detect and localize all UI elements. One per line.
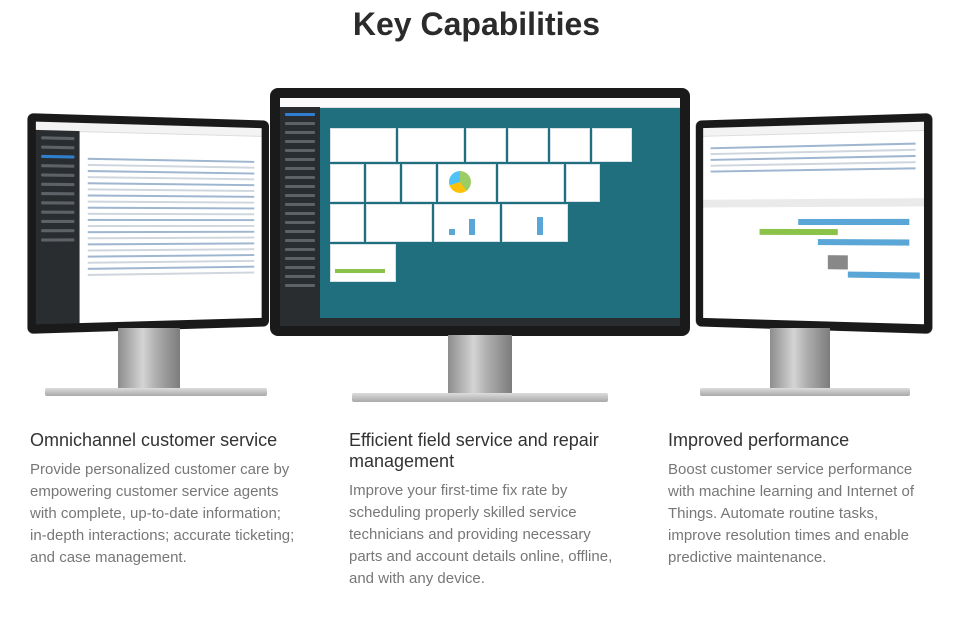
capability-body: Improve your first-time fix rate by sche…	[349, 480, 614, 590]
monitor-left-bezel	[27, 113, 269, 334]
page-title: Key Capabilities	[0, 6, 953, 43]
capability-heading: Efficient field service and repair manag…	[349, 430, 614, 472]
dashboard-screen	[280, 98, 680, 326]
capability-body: Boost customer service performance with …	[668, 459, 933, 569]
capability-body: Provide personalized customer care by em…	[30, 459, 300, 569]
capability-omnichannel: Omnichannel customer service Provide per…	[30, 430, 300, 569]
ticket-list-screen	[36, 122, 262, 325]
capability-field-service: Efficient field service and repair manag…	[349, 430, 614, 590]
capability-performance: Improved performance Boost customer serv…	[668, 430, 933, 569]
monitor-right-bezel	[696, 113, 933, 334]
scheduling-gantt-screen	[703, 122, 924, 325]
capability-heading: Improved performance	[668, 430, 933, 451]
monitor-center-bezel	[270, 88, 690, 336]
capability-heading: Omnichannel customer service	[30, 430, 300, 451]
